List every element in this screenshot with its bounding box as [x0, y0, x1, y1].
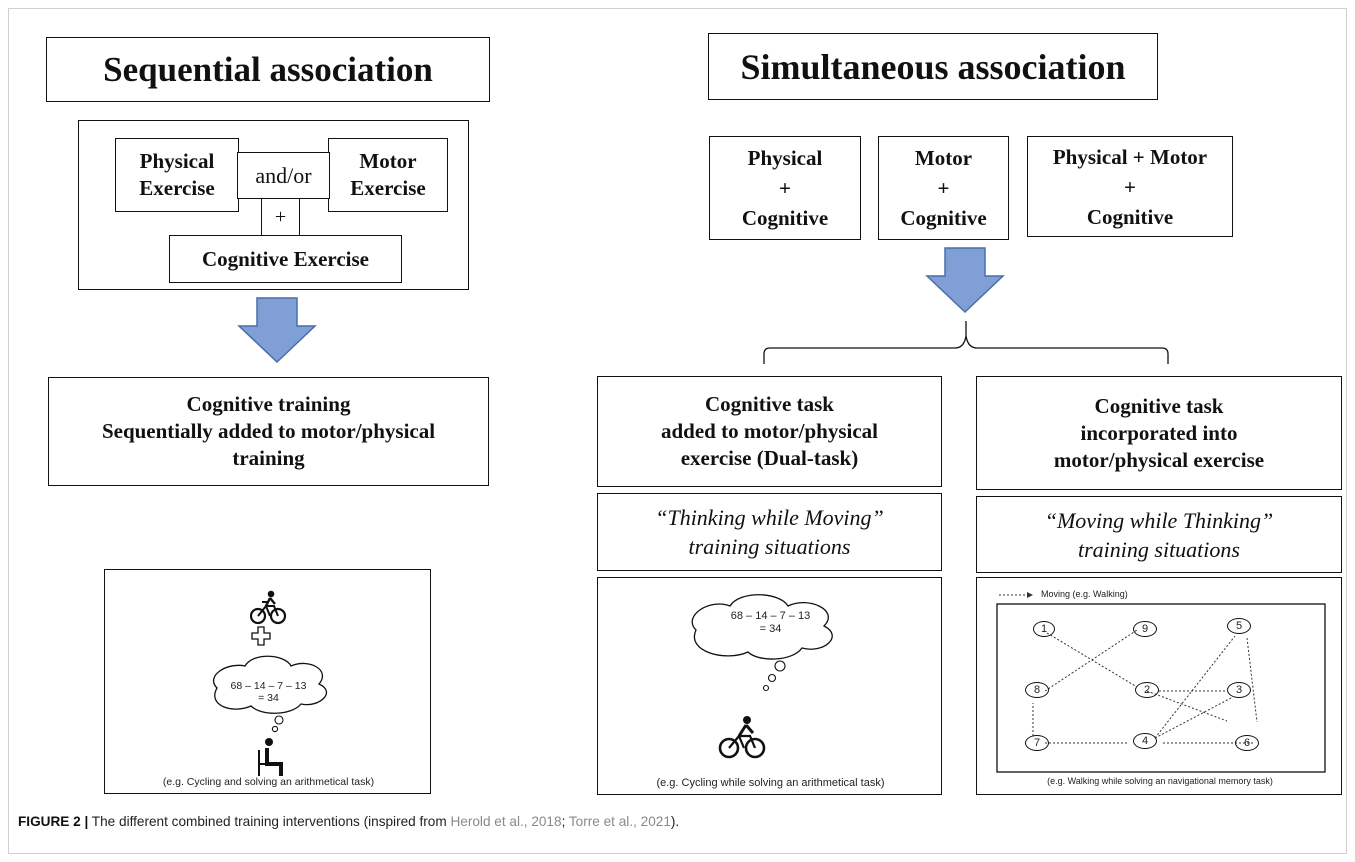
cycling-while-solving-illustration: 68 – 14 – 7 – 13 = 34 (e.g. Cycling whil… — [597, 577, 942, 795]
figure-caption: FIGURE 2 | The different combined traini… — [18, 814, 679, 829]
physical-exercise-box: Physical Exercise — [115, 138, 239, 212]
motor-exercise-box: Motor Exercise — [328, 138, 448, 212]
seated-person-icon — [258, 738, 283, 776]
node-6: 6 — [1235, 735, 1259, 751]
node-8: 8 — [1025, 682, 1049, 698]
incorporated-task-box: Cognitive task incorporated into motor/p… — [976, 376, 1342, 490]
caption-separator: ; — [561, 814, 569, 829]
bicycle-icon — [718, 716, 766, 759]
caption-text-before: The different combined training interven… — [88, 814, 451, 829]
simultaneous-title: Simultaneous association — [708, 33, 1158, 100]
plus-cross-icon — [251, 626, 271, 646]
illus-caption: (e.g. Cycling while solving an arithmeti… — [656, 777, 885, 789]
thinking-while-moving-box: “Thinking while Moving” training situati… — [597, 493, 942, 571]
down-arrow-icon — [925, 247, 1005, 314]
figure-frame — [8, 8, 1347, 854]
reference-link-herold[interactable]: Herold et al., 2018 — [450, 814, 562, 829]
figure-label: FIGURE 2 | — [18, 814, 89, 829]
illus-caption: (e.g. Walking while solving an navigatio… — [1047, 776, 1273, 786]
node-3: 3 — [1227, 682, 1251, 698]
illus-equation: 68 – 14 – 7 – 13 = 34 — [230, 680, 307, 704]
node-2: 2 — [1135, 682, 1159, 698]
sequential-title: Sequential association — [46, 37, 490, 102]
moving-legend: Moving (e.g. Walking) — [1041, 589, 1128, 599]
dual-task-box: Cognitive task added to motor/physical e… — [597, 376, 942, 487]
plus-box: + — [261, 198, 300, 236]
reference-link-torre[interactable]: Torre et al., 2021 — [568, 814, 671, 829]
node-7: 7 — [1025, 735, 1049, 751]
physical-motor-cognitive-box: Physical + Motor + Cognitive — [1027, 136, 1233, 237]
cycling-arithmetic-illustration: 68 – 14 – 7 – 13 = 34 (e.g. Cycling and … — [104, 569, 431, 794]
bicycle-icon — [249, 590, 287, 625]
down-arrow-icon — [237, 297, 317, 364]
motor-cognitive-box: Motor + Cognitive — [878, 136, 1009, 240]
sequential-result-box: Cognitive training Sequentially added to… — [48, 377, 489, 486]
thought-cloud-icon — [213, 655, 327, 733]
node-9: 9 — [1133, 621, 1157, 637]
physical-cognitive-box: Physical + Cognitive — [709, 136, 861, 240]
branch-bracket — [763, 321, 1169, 364]
node-5: 5 — [1227, 618, 1251, 634]
node-4: 4 — [1133, 733, 1157, 749]
caption-text-after: ). — [670, 814, 680, 829]
thought-cloud-icon — [691, 594, 833, 692]
illus-caption: (e.g. Cycling and solving an arithmetica… — [162, 776, 375, 788]
cognitive-exercise-box: Cognitive Exercise — [169, 235, 402, 283]
walking-navigation-illustration: Moving (e.g. Walking) 1 9 5 8 2 3 7 4 6 … — [976, 577, 1342, 795]
and-or-box: and/or — [237, 152, 330, 199]
moving-while-thinking-box: “Moving while Thinking” training situati… — [976, 496, 1342, 573]
node-1: 1 — [1033, 621, 1055, 637]
illus-equation: 68 – 14 – 7 – 13 = 34 — [730, 610, 811, 635]
